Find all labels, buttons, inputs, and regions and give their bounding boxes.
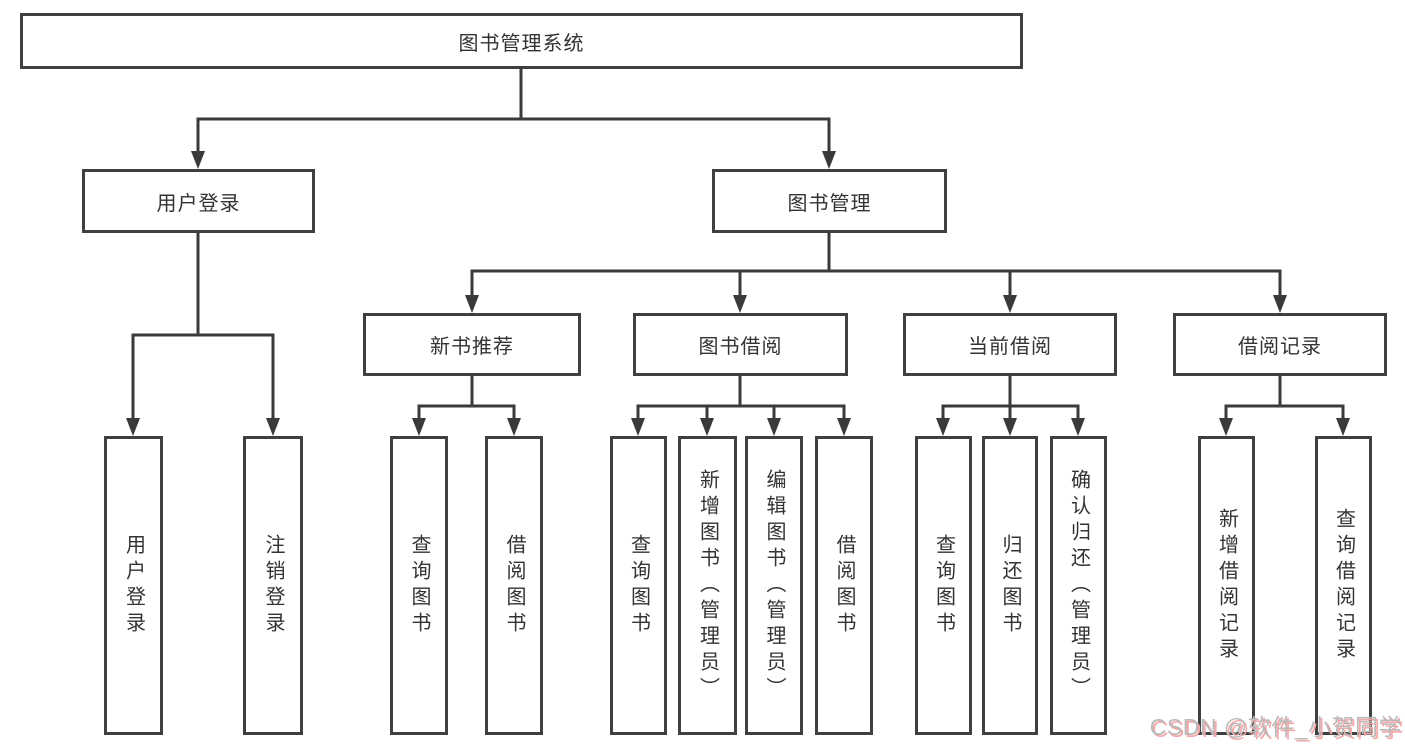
node-borrow-borrow-books: 借阅图书 bbox=[815, 436, 873, 735]
connector-book-borrow-children bbox=[631, 374, 851, 436]
node-label: 新增图书（管理员） bbox=[696, 468, 719, 703]
node-label: 查询图书 bbox=[627, 533, 650, 638]
node-label: 归还图书 bbox=[999, 533, 1021, 638]
node-label: 查询图书 bbox=[408, 533, 430, 638]
node-current-confirm-return-admin: 确认归还（管理员） bbox=[1050, 436, 1107, 735]
node-logout-action: 注销登录 bbox=[243, 436, 303, 735]
node-newbook-borrow-books: 借阅图书 bbox=[485, 436, 543, 735]
node-label: 新增借阅记录 bbox=[1215, 507, 1238, 664]
node-label: 图书管理 bbox=[787, 192, 872, 215]
connector-current-borrow-children bbox=[936, 374, 1085, 436]
node-label: 图书借阅 bbox=[698, 336, 783, 358]
node-user-login: 用户登录 bbox=[82, 169, 315, 233]
node-label: 注销登录 bbox=[262, 533, 284, 638]
node-new-book-recommend: 新书推荐 bbox=[363, 313, 581, 376]
node-book-management: 图书管理 bbox=[712, 169, 947, 233]
node-record-query: 查询借阅记录 bbox=[1315, 436, 1372, 735]
connector-borrow-record-children bbox=[1219, 374, 1350, 436]
node-label: 新书推荐 bbox=[430, 336, 514, 358]
connector-user-login-children bbox=[126, 231, 280, 436]
node-label: 查询图书 bbox=[932, 533, 955, 638]
node-label: 查询借阅记录 bbox=[1332, 507, 1355, 664]
node-record-add: 新增借阅记录 bbox=[1198, 436, 1255, 735]
node-current-return-books: 归还图书 bbox=[982, 436, 1038, 735]
connector-new-book-children bbox=[412, 374, 521, 436]
node-library-management-system: 图书管理系统 bbox=[20, 13, 1023, 69]
node-current-borrow: 当前借阅 bbox=[903, 313, 1117, 376]
node-label: 确认归还（管理员） bbox=[1067, 468, 1090, 703]
node-newbook-query-books: 查询图书 bbox=[390, 436, 448, 735]
node-borrow-edit-book-admin: 编辑图书（管理员） bbox=[745, 436, 803, 735]
connector-root-to-level2 bbox=[191, 67, 836, 169]
node-label: 借阅记录 bbox=[1238, 336, 1322, 358]
node-label: 借阅图书 bbox=[833, 533, 855, 638]
csdn-watermark: CSDN @软件_小贺同学 bbox=[1149, 714, 1402, 740]
node-book-borrow: 图书借阅 bbox=[633, 313, 848, 376]
node-label: 编辑图书（管理员） bbox=[763, 468, 785, 703]
node-label: 借阅图书 bbox=[503, 533, 525, 638]
connector-book-management-children bbox=[465, 231, 1287, 313]
node-borrow-add-book-admin: 新增图书（管理员） bbox=[678, 436, 737, 735]
node-label: 图书管理系统 bbox=[458, 32, 585, 55]
node-borrow-query-books: 查询图书 bbox=[610, 436, 667, 735]
node-label: 用户登录 bbox=[156, 192, 241, 215]
node-label: 用户登录 bbox=[122, 533, 145, 638]
node-current-query-books: 查询图书 bbox=[915, 436, 972, 735]
node-label: 当前借阅 bbox=[968, 336, 1052, 358]
node-borrow-record: 借阅记录 bbox=[1173, 313, 1387, 376]
node-user-login-action: 用户登录 bbox=[104, 436, 163, 735]
